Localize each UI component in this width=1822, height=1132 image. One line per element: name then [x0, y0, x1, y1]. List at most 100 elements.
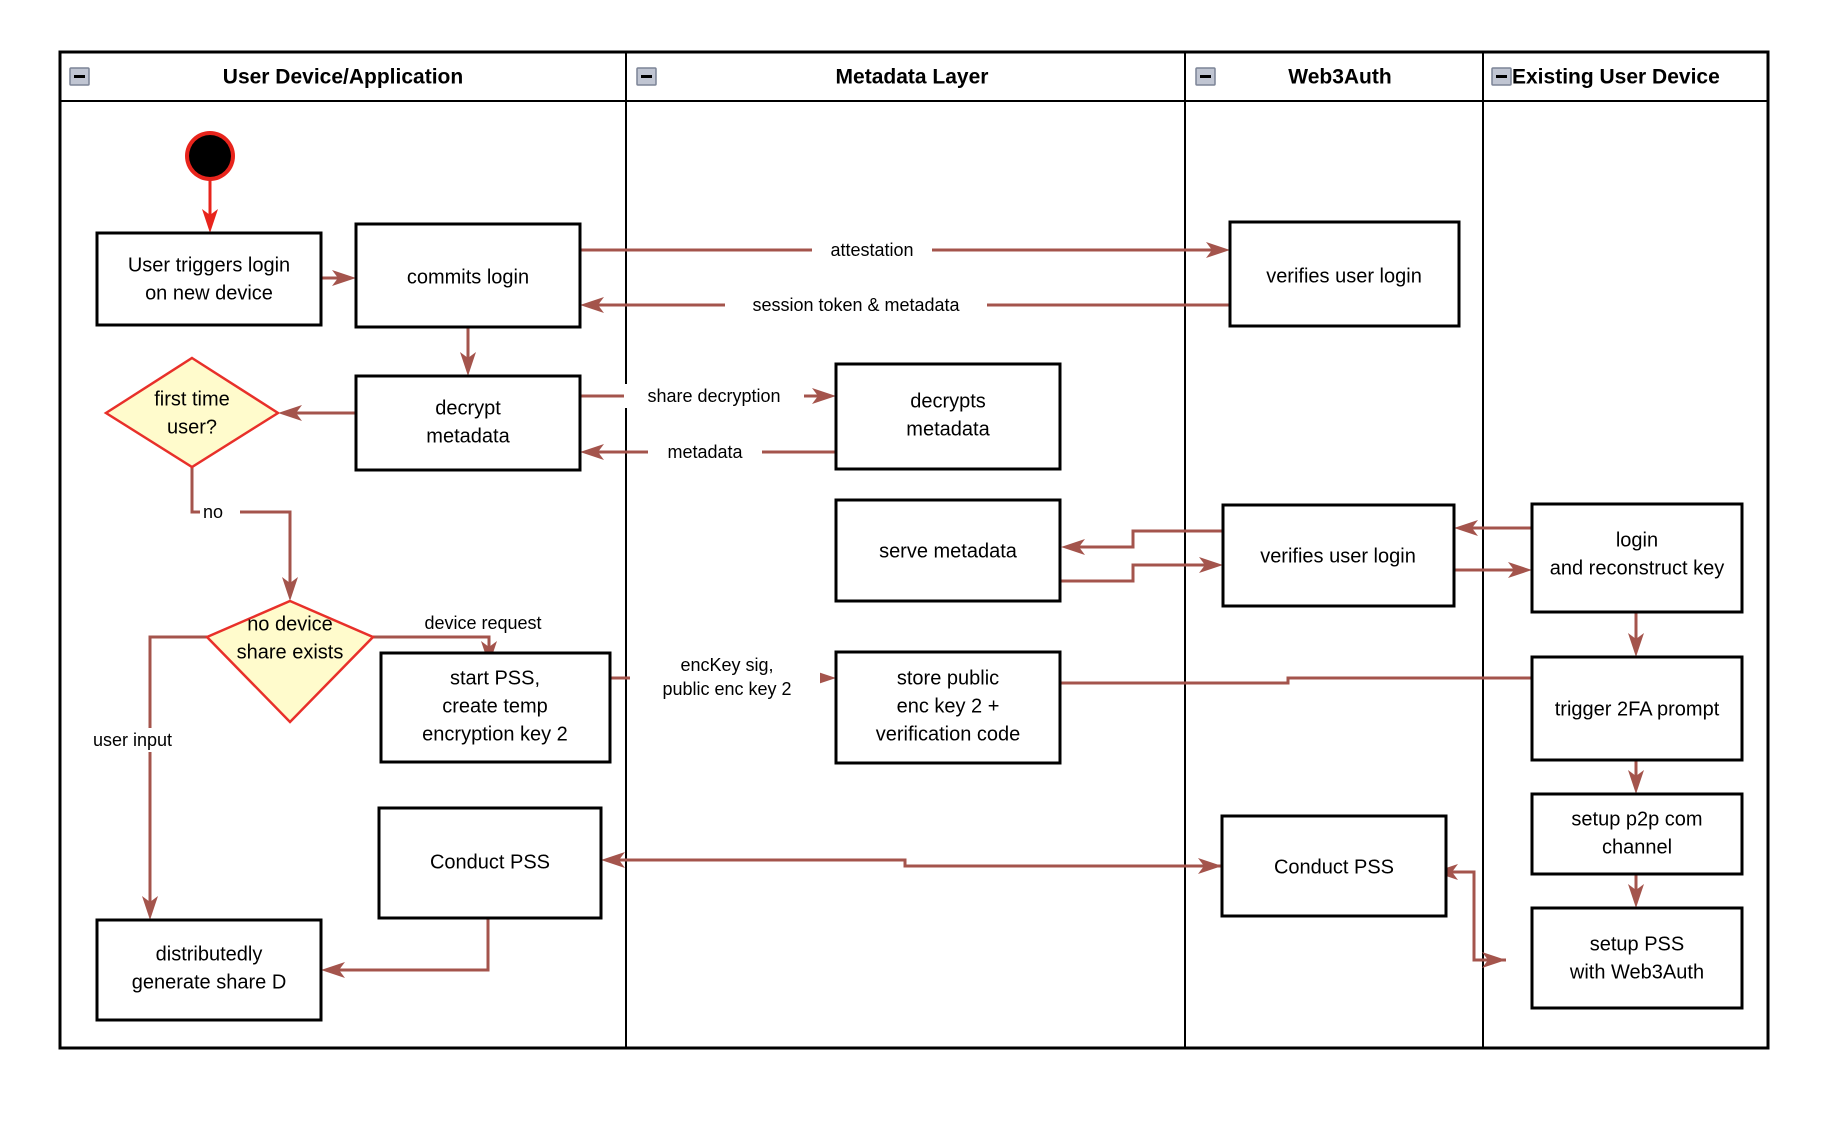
edge-serve-metadata-to-verifies-mid	[1061, 557, 1223, 583]
node-label-line: decrypts	[910, 390, 986, 412]
edge-commits-to-verifies-attestation: attestation	[580, 238, 1230, 262]
node-box[interactable]	[1221, 503, 1456, 608]
lane-title-metadata: Metadata Layer	[836, 66, 989, 89]
node-box[interactable]	[377, 806, 603, 920]
node-setup-pss-with-web3auth[interactable]: setup PSS with Web3Auth	[1530, 906, 1744, 1010]
arrowhead	[812, 388, 836, 404]
lane-header-user-device[interactable]: User Device/Application	[69, 66, 463, 89]
node-label-line: no device	[247, 613, 333, 635]
node-label-line: first time	[154, 388, 230, 410]
arrowhead	[601, 852, 625, 868]
node-label-line: start PSS,	[450, 667, 540, 689]
node-first-time-user[interactable]: first time user?	[103, 356, 281, 469]
decision-diamond[interactable]	[204, 599, 376, 724]
node-label-line: metadata	[426, 425, 510, 447]
arrowhead	[1198, 858, 1222, 874]
node-box[interactable]	[379, 651, 612, 764]
arrowhead	[202, 209, 218, 233]
lane-header-existing-device[interactable]: Existing User Device	[1491, 66, 1720, 89]
node-label-line: serve metadata	[879, 540, 1018, 562]
label-backdrop	[725, 292, 987, 317]
edge-label-user-input: user input	[93, 730, 172, 750]
node-box[interactable]	[1530, 792, 1744, 876]
node-box[interactable]	[1228, 220, 1461, 328]
edge-label-no: no	[203, 502, 223, 522]
edge-decrypt-to-decrypts-share-decryption: share decryption	[580, 384, 836, 408]
decision-diamond[interactable]	[103, 356, 281, 469]
node-label-line: store public	[897, 667, 999, 689]
node-box[interactable]	[95, 918, 323, 1022]
node-box[interactable]	[354, 374, 582, 472]
node-decrypts-metadata[interactable]: decrypts metadata	[834, 362, 1062, 471]
node-label-line: User triggers login	[128, 254, 290, 276]
arrowhead	[460, 352, 476, 376]
arrowhead	[278, 405, 302, 421]
node-label-line: with Web3Auth	[1569, 961, 1704, 983]
node-start-pss[interactable]: start PSS, create temp encryption key 2	[379, 651, 612, 764]
edge-verifies-mid-to-serve-metadata	[1061, 529, 1223, 555]
edge-label-metadata: metadata	[667, 442, 743, 462]
arrowhead	[321, 962, 345, 978]
edge-verifies-mid-to-login-reconstruct	[1454, 562, 1532, 578]
edge-start-pss-to-store-public-enc-key: encKey sig, public enc key 2	[610, 652, 836, 704]
node-login-and-reconstruct-key[interactable]: login and reconstruct key	[1530, 502, 1744, 614]
node-label-line: commits login	[407, 266, 529, 288]
label-backdrop	[200, 500, 240, 524]
node-box[interactable]	[834, 498, 1062, 603]
arrowhead	[1199, 557, 1223, 573]
edge-label-enckey-sig-2: public enc key 2	[662, 679, 791, 699]
node-conduct-pss-web3auth[interactable]: Conduct PSS	[1220, 814, 1448, 918]
node-trigger-2fa-prompt[interactable]: trigger 2FA prompt	[1530, 655, 1744, 762]
node-box[interactable]	[95, 231, 323, 327]
node-distributedly-generate-share-d[interactable]: distributedly generate share D	[95, 918, 323, 1022]
arrowhead	[1454, 520, 1478, 536]
edge-conduct-pss-web3auth-to-conduct-pss-user	[601, 852, 1222, 868]
edge-no-device-share-to-start-pss: device request	[373, 611, 568, 665]
label-backdrop	[624, 384, 804, 408]
node-no-device-share-exists[interactable]: no device share exists	[204, 599, 376, 724]
node-box[interactable]	[1530, 906, 1744, 1010]
edge-decrypt-to-first-time-user	[278, 405, 356, 421]
arrowhead	[1061, 539, 1085, 555]
arrowhead	[142, 896, 158, 920]
arrowhead	[1628, 633, 1644, 657]
node-label-line: channel	[1602, 836, 1672, 858]
edge-login-reconstruct-to-trigger-2fa	[1628, 612, 1644, 657]
label-backdrop	[86, 728, 208, 752]
node-commits-login[interactable]: commits login	[354, 222, 582, 329]
edge-commits-to-decrypt-metadata	[460, 327, 476, 376]
node-start[interactable]	[185, 131, 235, 181]
lane-header-web3auth[interactable]: Web3Auth	[1195, 66, 1392, 89]
lane-header-metadata[interactable]: Metadata Layer	[636, 66, 989, 89]
node-decrypt-metadata[interactable]: decrypt metadata	[354, 374, 582, 472]
edge-store-public-to-trigger-2fa	[1060, 670, 1586, 686]
node-label-line: distributedly	[156, 943, 263, 965]
edge-label-share-decryption: share decryption	[647, 386, 780, 406]
node-verifies-user-login-top[interactable]: verifies user login	[1228, 220, 1461, 328]
edge-user-triggers-to-commits	[321, 270, 356, 286]
node-store-public-enc-key[interactable]: store public enc key 2 + verification co…	[834, 650, 1062, 765]
node-setup-p2p-com-channel[interactable]: setup p2p com channel	[1530, 792, 1744, 876]
node-box[interactable]	[1530, 502, 1744, 614]
node-user-triggers-login[interactable]: User triggers login on new device	[95, 231, 323, 327]
node-label-line: metadata	[906, 418, 990, 440]
node-verifies-user-login-mid[interactable]: verifies user login	[1221, 503, 1456, 608]
node-box[interactable]	[1530, 655, 1744, 762]
node-box[interactable]	[1220, 814, 1448, 918]
node-box[interactable]	[834, 650, 1062, 765]
node-box[interactable]	[834, 362, 1062, 471]
node-label-line: verifies user login	[1260, 545, 1416, 567]
node-serve-metadata[interactable]: serve metadata	[834, 498, 1062, 603]
node-box[interactable]	[354, 222, 582, 329]
edge-conduct-pss-branch-to-setup-pss	[1472, 872, 1506, 968]
node-label-line: verification code	[876, 723, 1021, 745]
node-conduct-pss-user[interactable]: Conduct PSS	[377, 806, 603, 920]
node-label-line: share exists	[237, 641, 344, 663]
node-label-line: and reconstruct key	[1550, 557, 1725, 579]
arrowhead	[1206, 242, 1230, 258]
edge-setup-p2p-to-setup-pss	[1628, 874, 1644, 908]
label-backdrop	[812, 238, 932, 262]
node-label-line: on new device	[145, 282, 273, 304]
